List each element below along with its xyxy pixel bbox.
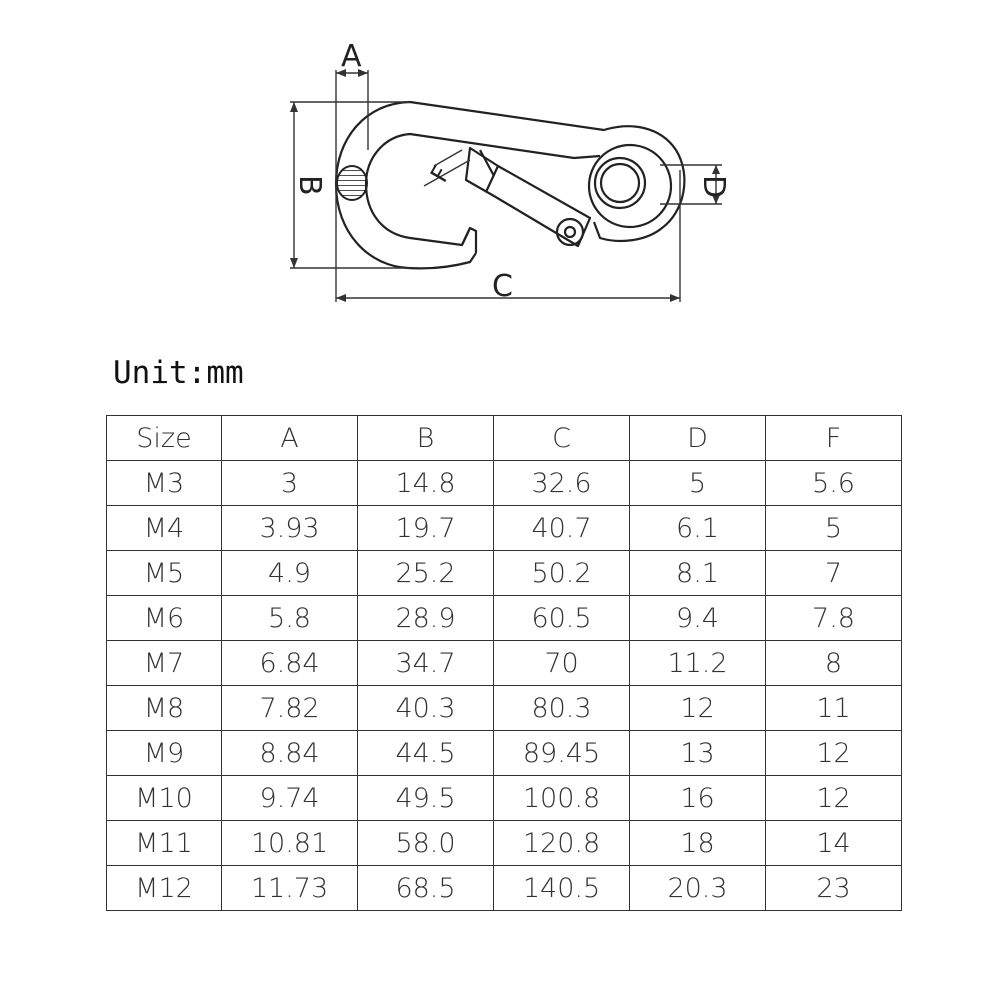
value-cell: 13 bbox=[629, 730, 766, 776]
size-cell: M12 bbox=[106, 865, 222, 911]
dimension-label-a: A bbox=[341, 39, 362, 74]
value-cell: 5 bbox=[765, 505, 902, 551]
value-cell: 10.81 bbox=[221, 820, 358, 866]
value-cell: 32.6 bbox=[493, 460, 630, 506]
value-cell: 8 bbox=[765, 640, 902, 686]
value-cell: 68.5 bbox=[357, 865, 494, 911]
dimension-label-c: C bbox=[492, 269, 513, 304]
value-cell: 5.6 bbox=[765, 460, 902, 506]
dimension-arrows bbox=[290, 69, 720, 302]
value-cell: 120.8 bbox=[493, 820, 630, 866]
value-cell: 50.2 bbox=[493, 550, 630, 596]
carabiner-body bbox=[334, 100, 686, 270]
header-cell: Size bbox=[106, 415, 222, 461]
value-cell: 9.4 bbox=[629, 595, 766, 641]
value-cell: 20.3 bbox=[629, 865, 766, 911]
dimension-label-b: B bbox=[292, 175, 327, 196]
value-cell: 25.2 bbox=[357, 550, 494, 596]
value-cell: 16 bbox=[629, 775, 766, 821]
value-cell: 8.84 bbox=[221, 730, 358, 776]
value-cell: 100.8 bbox=[493, 775, 630, 821]
eye-ring bbox=[587, 143, 673, 229]
carabiner-dimension-drawing: A B C D F bbox=[290, 39, 731, 304]
value-cell: 7.8 bbox=[765, 595, 902, 641]
size-cell: M9 bbox=[106, 730, 222, 776]
value-cell: 12 bbox=[765, 775, 902, 821]
value-cell: 18 bbox=[629, 820, 766, 866]
value-cell: 3 bbox=[221, 460, 358, 506]
value-cell: 89.45 bbox=[493, 730, 630, 776]
value-cell: 7.82 bbox=[221, 685, 358, 731]
value-cell: 60.5 bbox=[493, 595, 630, 641]
size-cell: M10 bbox=[106, 775, 222, 821]
value-cell: 44.5 bbox=[357, 730, 494, 776]
unit-label: Unit:mm bbox=[113, 355, 244, 391]
value-cell: 6.84 bbox=[221, 640, 358, 686]
value-cell: 4.9 bbox=[221, 550, 358, 596]
value-cell: 140.5 bbox=[493, 865, 630, 911]
wire-cross-section bbox=[336, 165, 368, 201]
spring-gate bbox=[464, 146, 592, 248]
value-cell: 14.8 bbox=[357, 460, 494, 506]
value-cell: 58.0 bbox=[357, 820, 494, 866]
value-cell: 11.73 bbox=[221, 865, 358, 911]
size-cell: M6 bbox=[106, 595, 222, 641]
value-cell: 80.3 bbox=[493, 685, 630, 731]
value-cell: 9.74 bbox=[221, 775, 358, 821]
value-cell: 34.7 bbox=[357, 640, 494, 686]
table-header-row: Size A B C D F bbox=[106, 415, 902, 461]
header-cell: A bbox=[221, 415, 358, 461]
header-cell: C bbox=[493, 415, 630, 461]
value-cell: 11.2 bbox=[629, 640, 766, 686]
header-cell: F bbox=[765, 415, 902, 461]
value-cell: 23 bbox=[765, 865, 902, 911]
value-cell: 12 bbox=[629, 685, 766, 731]
value-cell: 5 bbox=[629, 460, 766, 506]
value-cell: 6.1 bbox=[629, 505, 766, 551]
value-cell: 11 bbox=[765, 685, 902, 731]
value-cell: 14 bbox=[765, 820, 902, 866]
size-cell: M11 bbox=[106, 820, 222, 866]
dimension-label-d: D bbox=[696, 175, 731, 198]
value-cell: 12 bbox=[765, 730, 902, 776]
size-cell: M4 bbox=[106, 505, 222, 551]
value-cell: 40.3 bbox=[357, 685, 494, 731]
value-cell: 49.5 bbox=[357, 775, 494, 821]
value-cell: 7 bbox=[765, 550, 902, 596]
size-cell: M5 bbox=[106, 550, 222, 596]
size-cell: M3 bbox=[106, 460, 222, 506]
header-cell: D bbox=[629, 415, 766, 461]
value-cell: 40.7 bbox=[493, 505, 630, 551]
value-cell: 19.7 bbox=[357, 505, 494, 551]
value-cell: 28.9 bbox=[357, 595, 494, 641]
value-cell: 5.8 bbox=[221, 595, 358, 641]
value-cell: 8.1 bbox=[629, 550, 766, 596]
value-cell: 70 bbox=[493, 640, 630, 686]
size-cell: M8 bbox=[106, 685, 222, 731]
size-cell: M7 bbox=[106, 640, 222, 686]
value-cell: 3.93 bbox=[221, 505, 358, 551]
header-cell: B bbox=[357, 415, 494, 461]
